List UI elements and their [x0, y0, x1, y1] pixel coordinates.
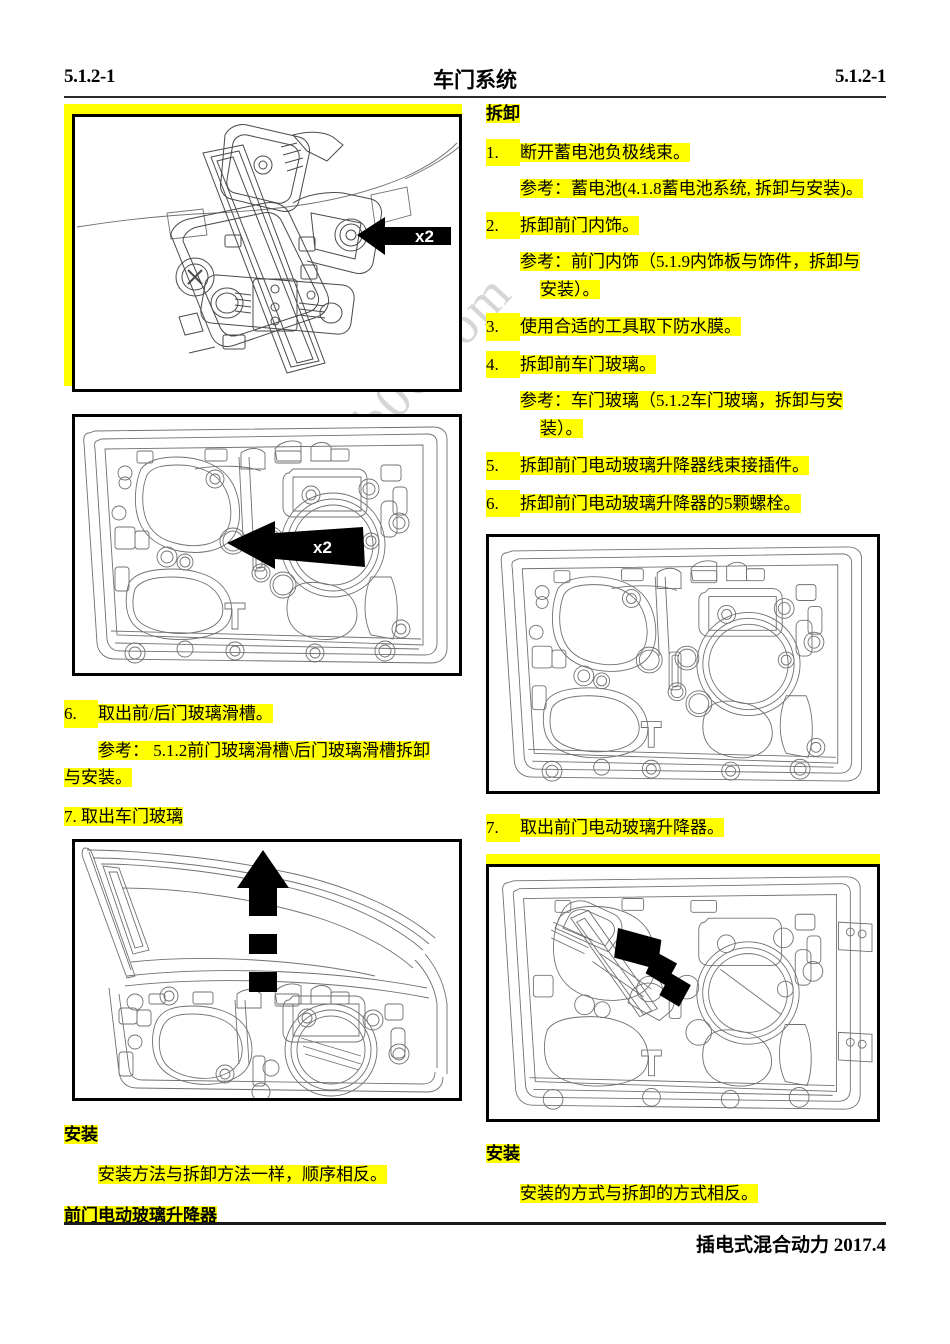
header-right-code: 5.1.2-1: [834, 66, 886, 87]
figure-4-door-panel-bare: [486, 534, 880, 795]
header-left-code: 5.1.2-1: [64, 66, 116, 87]
callout-arrow-x2: x2: [357, 217, 451, 255]
callout-arrows: [614, 927, 691, 1007]
left-step-7-text: 7. 取出车门玻璃: [64, 806, 183, 826]
right-step-5-text: 拆卸前门电动玻璃升降器线束接插件。: [520, 456, 809, 476]
figure-5-regulator-removal: [486, 863, 880, 1122]
right-step-2-ref-line1: 参考：前门内饰（5.1.9内饰板与饰件，拆卸与: [520, 252, 860, 272]
left-install-text: 安装方法与拆卸方法一样，顺序相反。: [98, 1164, 387, 1184]
right-column: 拆卸 1. 断开蓄电池负极线束。 参考：蓄电池(4.1.8蓄电池系统, 拆卸与安…: [486, 100, 886, 1208]
right-removal-title: 拆卸: [486, 104, 520, 123]
header-rule: [64, 96, 886, 98]
right-step-5-number: 5.: [486, 452, 520, 480]
right-step-4-reference: 参考：车门玻璃（5.1.2车门玻璃，拆卸与安 装）。: [486, 387, 886, 442]
right-install-title: 安装: [486, 1143, 520, 1163]
figure-2-door-panel: x2: [72, 414, 462, 676]
right-install-text: 安装的方式与拆卸的方式相反。: [520, 1184, 758, 1204]
left-step-6-reference: 参考： 5.1.2前门玻璃滑槽\后门玻璃滑槽拆卸 与安装。: [64, 737, 464, 792]
right-step-1-number: 1.: [486, 138, 520, 167]
right-step-3: 3. 使用合适的工具取下防水膜。: [486, 313, 886, 341]
left-step-6-number: 6.: [64, 700, 98, 728]
left-step-6-ref-line1: 参考： 5.1.2前门玻璃滑槽\后门玻璃滑槽拆卸: [98, 740, 430, 760]
right-step-2: 2. 拆卸前门内饰。: [486, 211, 886, 240]
figure-1-wrapper: x2: [64, 104, 464, 396]
left-section-title: 前门电动玻璃升降器: [64, 1206, 217, 1226]
right-step-1-text: 断开蓄电池负极线束。: [520, 142, 690, 162]
arrow-label-x2: x2: [313, 538, 332, 557]
right-step-2-text: 拆卸前门内饰。: [520, 215, 639, 235]
right-step-2-ref-line2: 安装）。: [540, 279, 600, 299]
figure-2-wrapper: x2: [64, 414, 464, 682]
left-step-6-text: 取出前/后门玻璃滑槽。: [98, 704, 273, 723]
arrow-label-x2: x2: [415, 227, 434, 246]
right-step-7: 7. 取出前门电动玻璃升降器。: [486, 814, 886, 842]
right-step-2-number: 2.: [486, 211, 520, 240]
right-step-4-ref-line1: 参考：车门玻璃（5.1.2车门玻璃，拆卸与安: [520, 391, 843, 411]
right-step-3-text: 使用合适的工具取下防水膜。: [520, 317, 741, 337]
right-step-6-text: 拆卸前门电动玻璃升降器的5颗螺栓。: [520, 493, 801, 513]
right-step-6: 6. 拆卸前门电动玻璃升降器的5颗螺栓。: [486, 489, 886, 518]
right-step-5: 5. 拆卸前门电动玻璃升降器线束接插件。: [486, 452, 886, 480]
figure-3-glass-removal: [72, 839, 462, 1102]
page-header: 5.1.2-1 车门系统 5.1.2-1: [64, 66, 886, 100]
figure-4-wrapper: [486, 534, 886, 798]
footer-rule: [64, 1222, 886, 1225]
right-step-1-reference: 参考：蓄电池(4.1.8蓄电池系统, 拆卸与安装)。: [520, 179, 863, 199]
right-step-4-text: 拆卸前车门玻璃。: [520, 354, 656, 374]
right-step-6-number: 6.: [486, 489, 520, 518]
footer-text: 插电式混合动力 2017.4: [695, 1235, 886, 1256]
right-step-4-ref-line2: 装）。: [540, 418, 583, 438]
left-step-7: 7. 取出车门玻璃: [64, 803, 464, 831]
right-step-2-reference: 参考：前门内饰（5.1.9内饰板与饰件，拆卸与 安装）。: [486, 248, 886, 303]
figure-5-wrapper: [486, 853, 886, 1124]
callout-arrow-x2: x2: [227, 521, 365, 569]
callout-arrow-up: [237, 850, 289, 993]
left-step-6: 6. 取出前/后门玻璃滑槽。: [64, 700, 464, 728]
left-step-6-ref-line2: 与安装。: [64, 768, 132, 788]
figure-3-wrapper: [64, 839, 464, 1105]
figure-1-regulator-detail: x2: [72, 114, 462, 392]
left-column: x2: [64, 104, 464, 1230]
right-step-3-number: 3.: [486, 313, 520, 341]
right-step-1: 1. 断开蓄电池负极线束。: [486, 138, 886, 167]
right-step-4: 4. 拆卸前车门玻璃。: [486, 350, 886, 379]
right-step-7-number: 7.: [486, 814, 520, 842]
left-install-title: 安装: [64, 1125, 98, 1145]
right-step-4-number: 4.: [486, 350, 520, 379]
page-title: 车门系统: [433, 68, 517, 92]
right-step-7-text: 取出前门电动玻璃升降器。: [520, 818, 724, 838]
